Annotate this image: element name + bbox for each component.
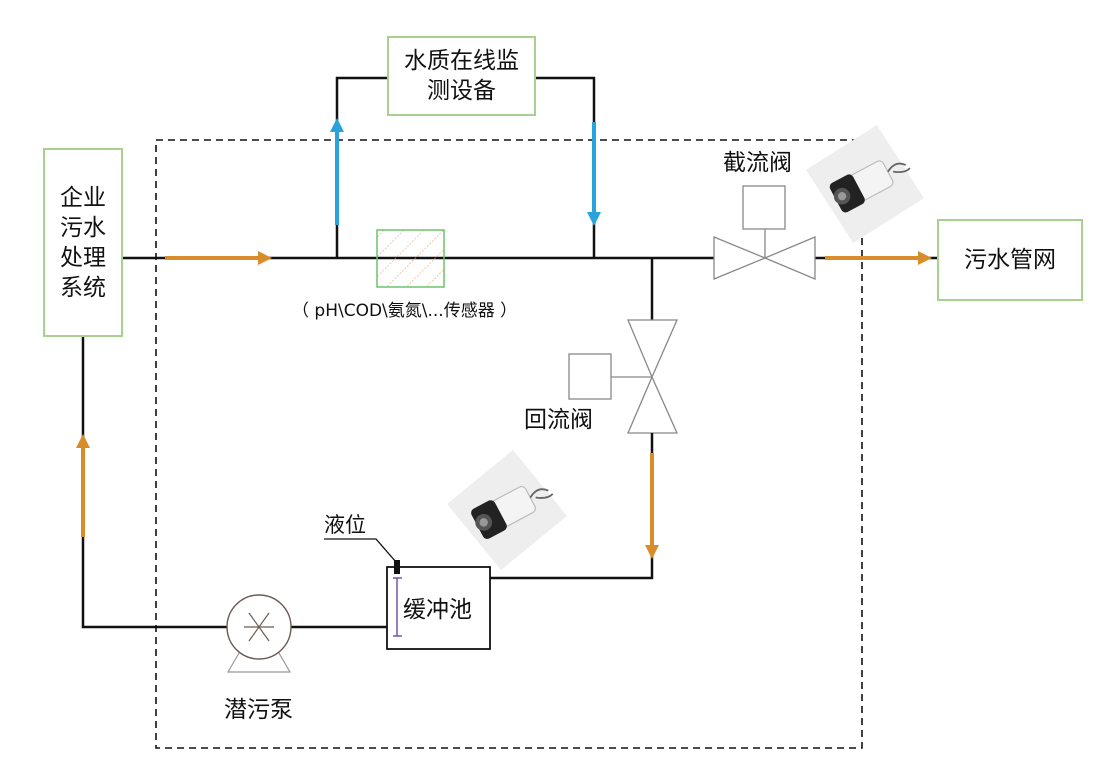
camera-icon-top[interactable]: [806, 125, 924, 243]
pump-return-pipe: [81, 337, 228, 629]
monitor-down-arrowhead: [587, 212, 601, 226]
enterprise-label-line1: 企业: [60, 184, 106, 211]
inlet-flow-arrowhead: [258, 251, 272, 265]
monitoring-boundary: [155, 139, 863, 749]
pump-return-flow-arrowhead: [76, 434, 90, 448]
outlet-flow-arrowhead: [918, 251, 932, 265]
level-leader-line: [324, 538, 397, 563]
sewer-network-box[interactable]: 污水管网: [937, 219, 1083, 301]
monitor-up-arrowhead: [330, 118, 344, 132]
enterprise-label-line3: 处理: [60, 244, 106, 271]
cutoff-valve-label: 截流阀: [723, 150, 792, 176]
submersible-pump-icon[interactable]: [226, 594, 292, 673]
submersible-pump-label: 潜污泵: [224, 697, 293, 723]
sensor-caption: （ pH\COD\氨氮\...传感器 ）: [292, 301, 518, 321]
enterprise-system-box[interactable]: 企业 污水 处理 系统: [43, 148, 123, 337]
return-flow-arrowhead: [645, 545, 659, 559]
cutoff-valve-icon[interactable]: [713, 185, 816, 280]
monitor-device-label-line2: 测设备: [427, 78, 496, 104]
monitor-return-pipe: [536, 76, 596, 258]
return-valve-icon[interactable]: [568, 319, 679, 434]
level-gauge-label: 液位: [324, 513, 366, 537]
return-valve-label: 回流阀: [524, 407, 593, 433]
sewer-network-label: 污水管网: [964, 247, 1056, 273]
level-gauge-icon: [393, 560, 402, 637]
buffer-tank-label: 缓冲池: [403, 597, 472, 623]
monitor-device-label-line1: 水质在线监: [404, 48, 519, 74]
enterprise-label-line4: 系统: [60, 274, 106, 301]
monitor-device-box[interactable]: 水质在线监 测设备: [387, 36, 536, 116]
sensor-block[interactable]: [376, 229, 445, 288]
camera-icon-bottom[interactable]: [447, 450, 567, 570]
enterprise-label-line2: 污水: [60, 214, 106, 241]
buffer-tank[interactable]: [386, 566, 491, 650]
